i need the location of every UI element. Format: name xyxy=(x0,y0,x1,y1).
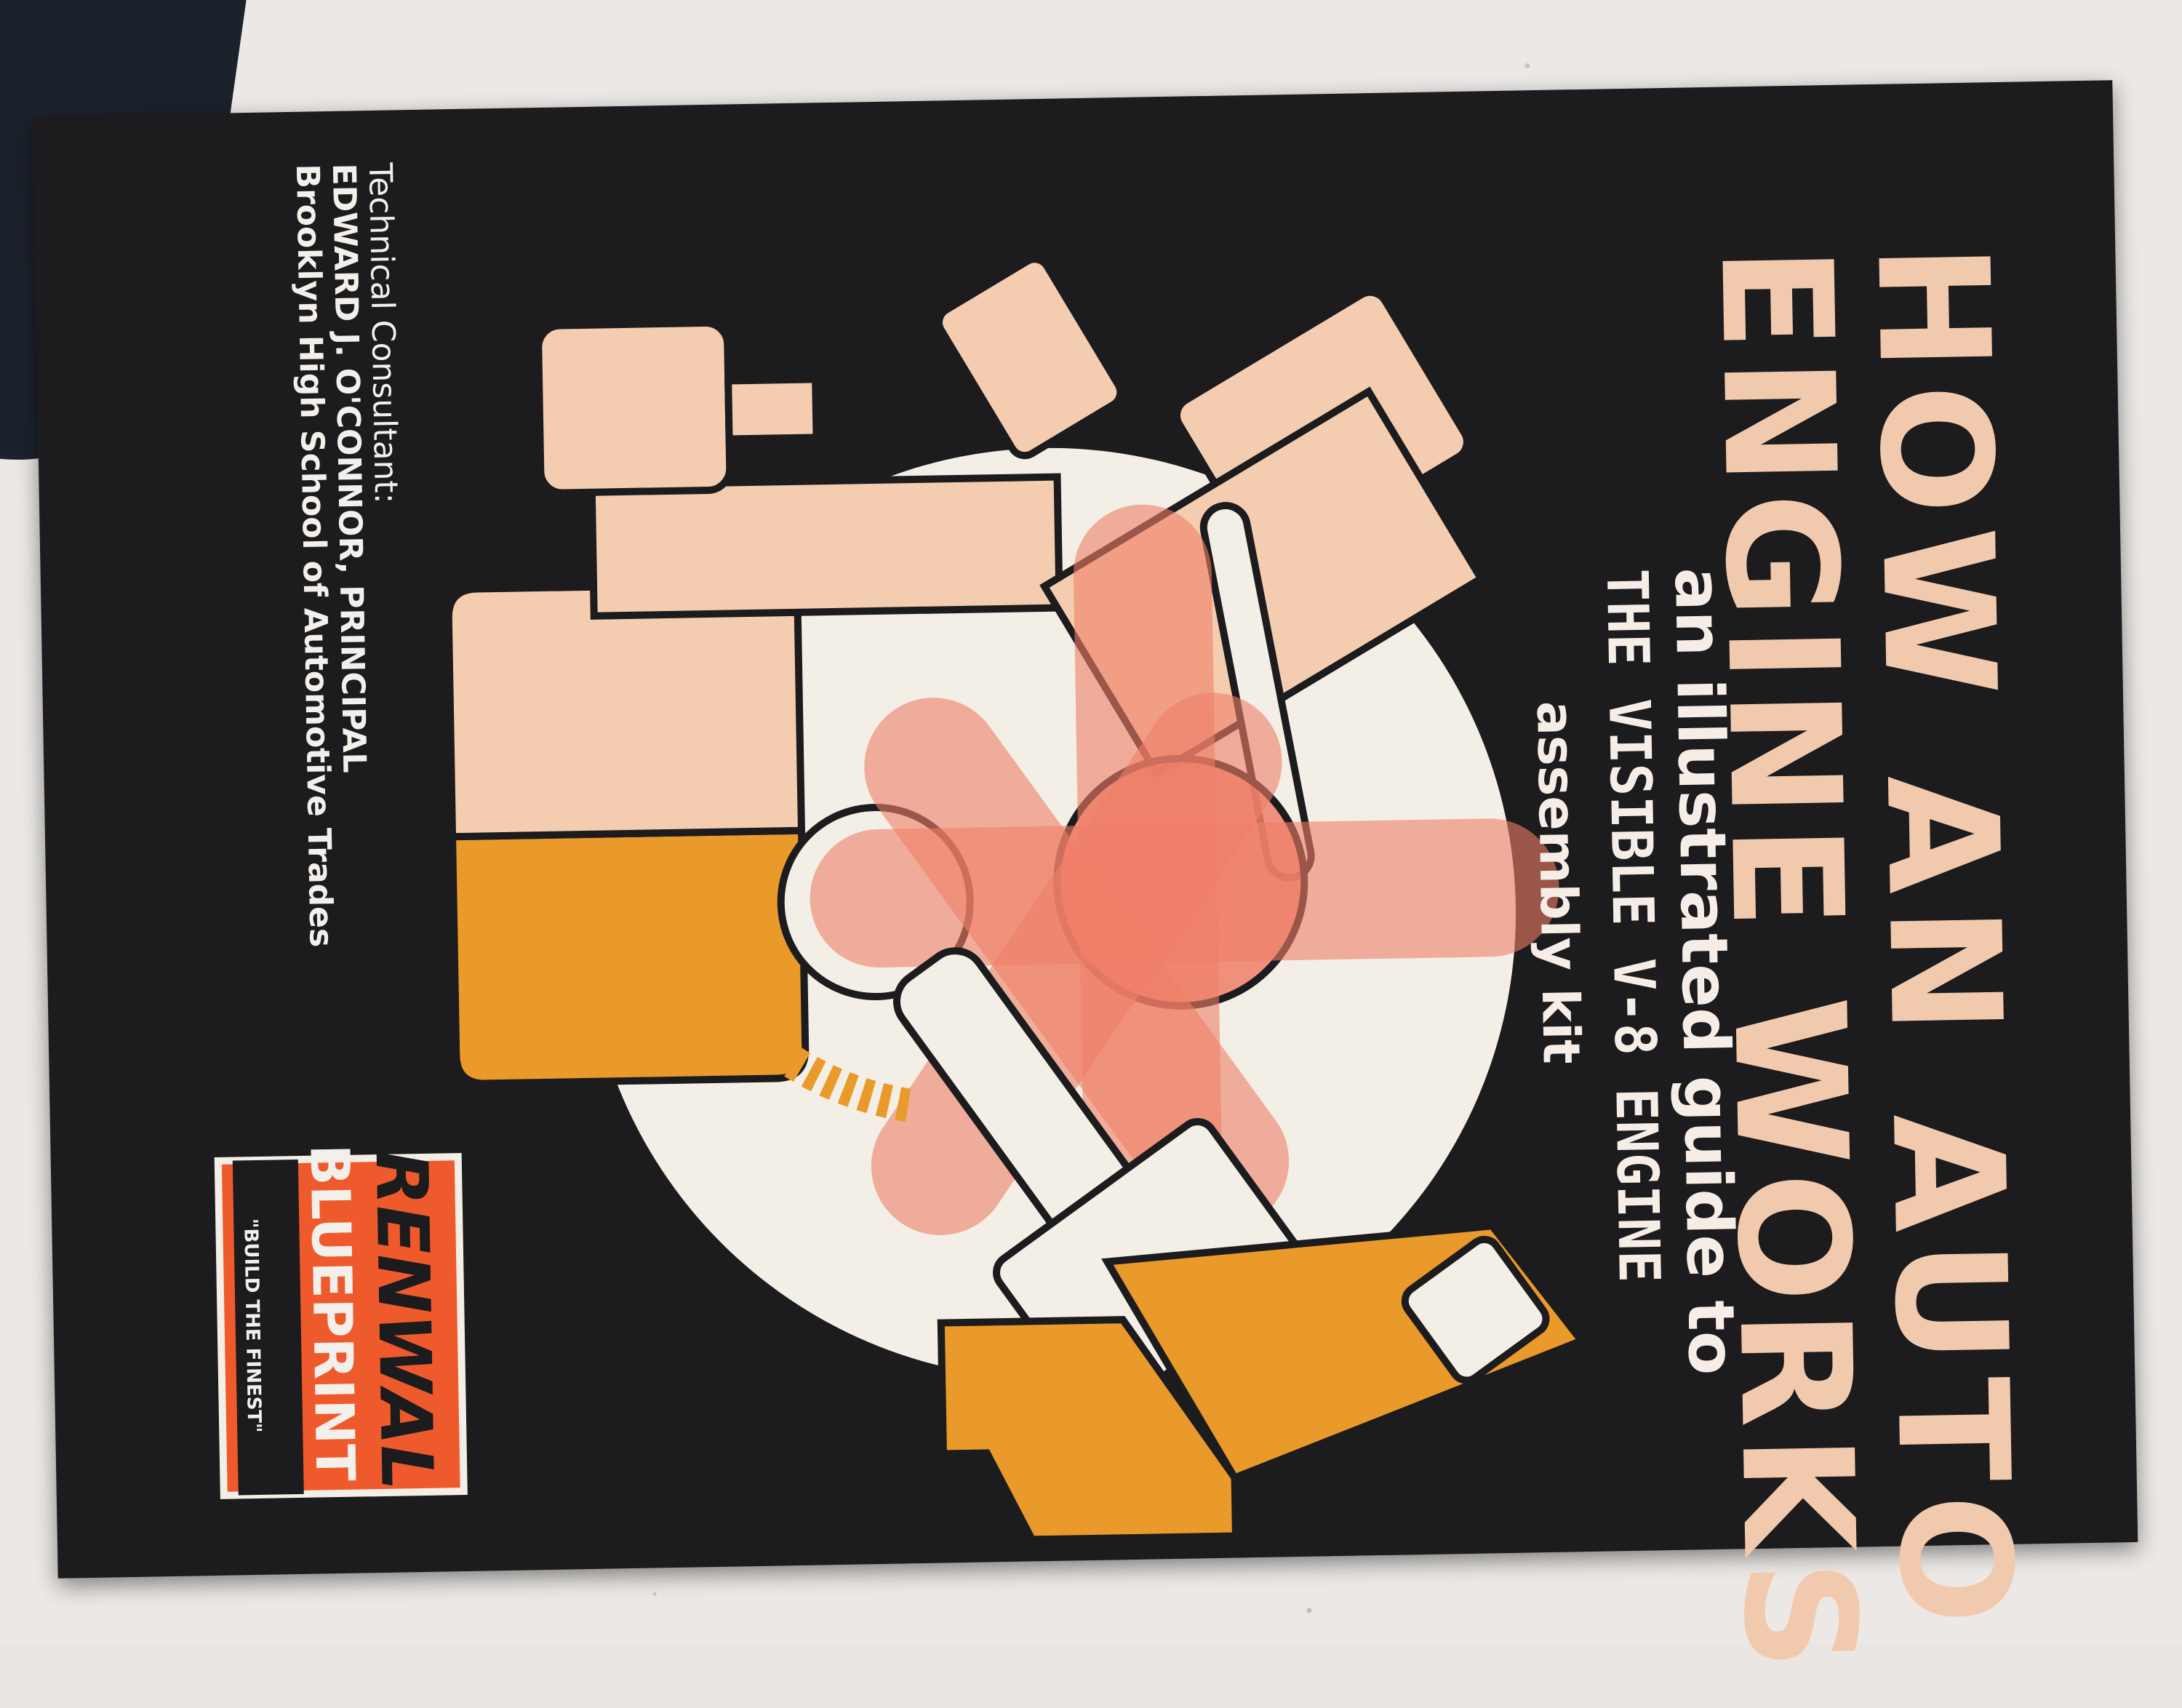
subtitle-line-3: assembly kit xyxy=(1525,700,1591,1065)
intake-manifold xyxy=(588,473,1063,620)
air-filter xyxy=(535,319,734,497)
logo-brand: RENWAL xyxy=(359,1149,448,1491)
oil-pan xyxy=(448,826,810,1088)
air-filter-neck xyxy=(724,375,820,443)
exhaust-pipe xyxy=(937,1316,1240,1544)
subtitle-line-1: an illustrated guide to xyxy=(1660,567,1750,1376)
subtitle-line-2: THE VISIBLE V-8 ENGINE xyxy=(1593,568,1671,1284)
logo-tagline: "BUILD THE FINEST" xyxy=(239,1218,265,1433)
spark-plug xyxy=(1401,1235,1550,1384)
booklet-cover: HOW AN AUTO ENGINE WORKS an illustrated … xyxy=(32,80,2138,1679)
credit-label: Technical Consultant: xyxy=(361,162,405,504)
distributor xyxy=(935,255,1124,460)
logo-blueprint-band xyxy=(232,1159,304,1496)
renwal-logo: RENWAL BLUEPRINT MODELS "BUILD THE FINES… xyxy=(210,1127,493,1525)
engine-illustration xyxy=(214,255,1588,1544)
flywheel-teeth xyxy=(664,927,911,1122)
engine-block-upper xyxy=(444,579,806,841)
